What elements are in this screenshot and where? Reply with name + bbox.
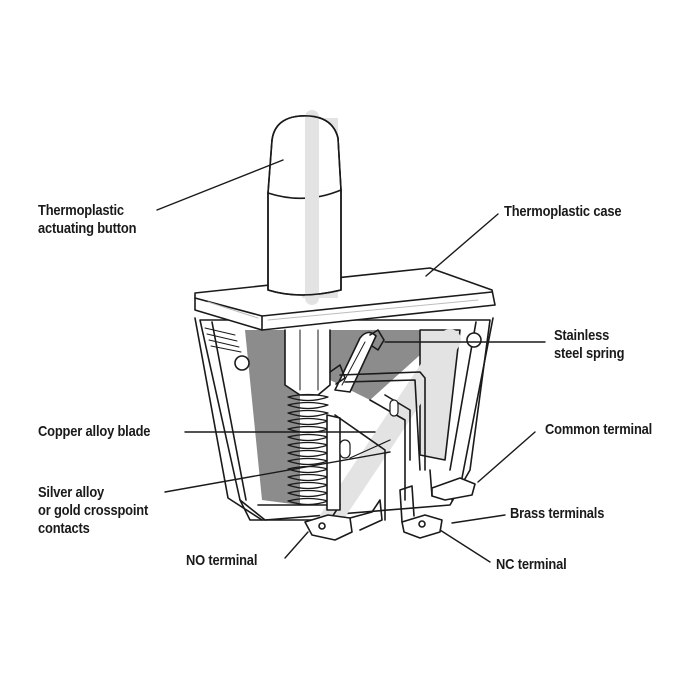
leader-nc — [439, 529, 491, 563]
label-brass-terminals: Brass terminals — [510, 505, 605, 522]
no-terminal — [304, 499, 383, 541]
actuating-button — [267, 110, 342, 305]
leader-brass — [451, 514, 506, 524]
common-terminal — [429, 469, 476, 501]
leader-button — [156, 159, 284, 211]
leader-common — [477, 431, 536, 483]
case-top-plate — [194, 267, 496, 331]
label-crosspoint-contacts: Silver alloy or gold crosspoint contacts — [38, 484, 149, 537]
leader-no — [284, 531, 309, 559]
label-stainless-spring: Stainless steel spring — [554, 327, 625, 362]
label-common-terminal: Common terminal — [545, 421, 653, 438]
plunger-and-spring — [284, 329, 331, 506]
label-thermoplastic-case: Thermoplastic case — [504, 203, 622, 220]
label-copper-blade: Copper alloy blade — [38, 423, 151, 440]
label-no-terminal: NO terminal — [186, 552, 258, 569]
label-actuating-button: Thermoplastic actuating button — [38, 202, 137, 237]
nc-terminal — [399, 485, 443, 539]
leader-lines — [156, 159, 546, 563]
leader-contacts — [164, 451, 391, 493]
snap-spring — [329, 329, 385, 393]
leader-case — [425, 213, 499, 277]
label-nc-terminal: NC terminal — [496, 556, 567, 573]
